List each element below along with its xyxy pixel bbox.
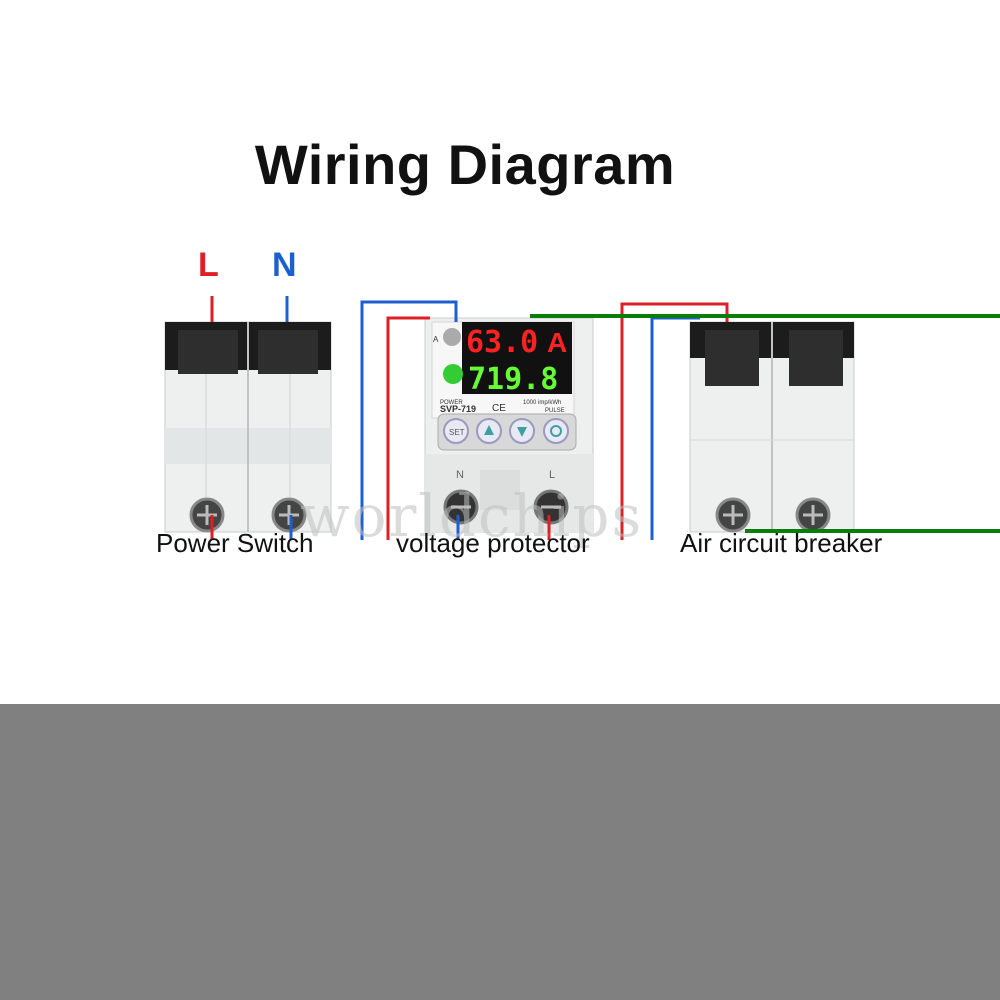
power-button[interactable] <box>543 418 569 444</box>
air-circuit-breaker-label: Air circuit breaker <box>680 528 883 558</box>
gray-band <box>0 704 1000 1000</box>
pulse-label: PULSE <box>545 408 565 414</box>
ce-mark: CE <box>492 403 506 414</box>
current-indicator-led <box>443 328 461 346</box>
air-circuit-breaker <box>689 321 855 533</box>
pulse-rate-text: 1000 imp/kWh <box>523 400 561 406</box>
power-switch-label: Power Switch <box>156 528 314 558</box>
power-icon <box>550 425 562 437</box>
live-label: L <box>198 246 219 284</box>
display-current-unit: A <box>547 327 567 358</box>
voltage-protector <box>424 317 594 533</box>
set-button[interactable] <box>443 418 469 444</box>
arrow-up-icon <box>484 425 494 435</box>
display-voltage-value: 719.8 <box>468 362 558 397</box>
watermark: worldchips <box>300 482 644 550</box>
power-indicator-led <box>443 364 463 384</box>
neutral-label: N <box>272 246 297 284</box>
power-switch <box>164 321 332 533</box>
arrow-down-icon <box>517 427 527 437</box>
live-wire-in <box>386 316 430 540</box>
set-button-label: SET <box>449 428 465 437</box>
voltage-protector-label: voltage protector <box>396 528 590 558</box>
live-wire-out <box>620 302 729 540</box>
terminal-label-n: N <box>456 469 464 481</box>
power-text: POWER <box>440 400 463 406</box>
model-label: SVP-719 <box>440 404 476 414</box>
side-label-a: A <box>433 335 439 344</box>
display-current-value: 63.0 <box>466 325 538 360</box>
page-title: Wiring Diagram <box>254 133 676 196</box>
neutral-wire-in <box>360 300 458 540</box>
terminal-label-l: L <box>549 469 555 481</box>
